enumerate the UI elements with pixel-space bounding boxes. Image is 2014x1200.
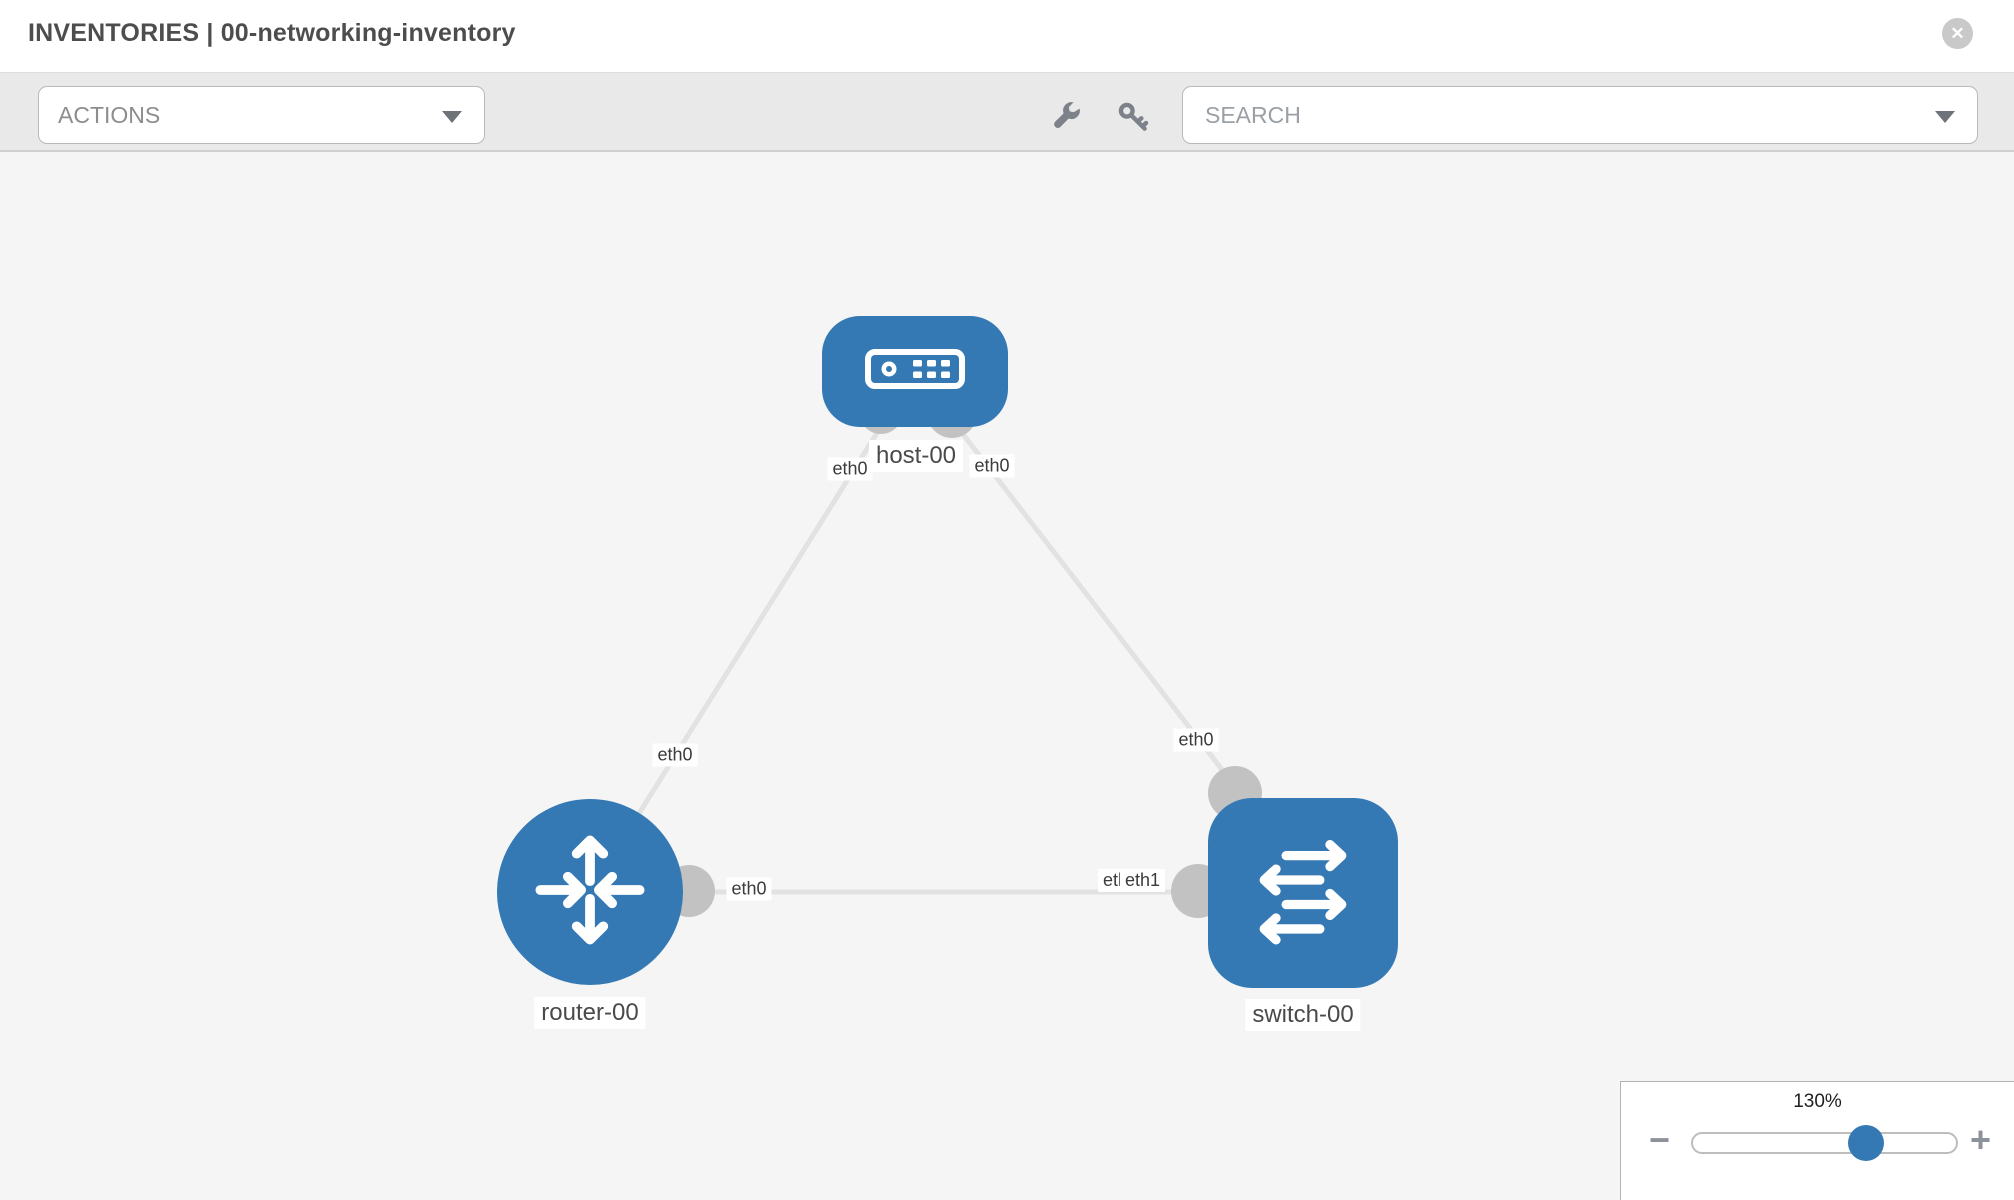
node-switch-00[interactable]: [1208, 798, 1398, 988]
interface-label: eth1: [1120, 869, 1166, 892]
node-label-host: host-00: [868, 440, 964, 472]
search-dropdown[interactable]: [1182, 86, 1978, 144]
interface-label: eth0: [726, 877, 772, 901]
key-icon: [1116, 102, 1150, 138]
search-input[interactable]: [1183, 87, 1977, 143]
topology-canvas[interactable]: host-00 router-00 switch-00 eth0 eth0 et…: [0, 152, 2014, 1200]
toolbar: ACTIONS: [0, 72, 2014, 152]
interface-label: eth0: [827, 457, 873, 481]
interface-label: eth0: [652, 743, 698, 767]
zoom-slider[interactable]: [1691, 1125, 1958, 1161]
link-host-switch[interactable]: [913, 370, 1242, 795]
topology-links-layer: [587, 370, 1303, 918]
chevron-down-icon: [442, 111, 462, 123]
zoom-level: 130%: [1793, 1091, 1842, 1112]
node-router-00[interactable]: [497, 799, 683, 985]
zoom-in-button[interactable]: +: [1970, 1119, 1992, 1160]
zoom-panel: 130% − +: [1620, 1081, 2014, 1200]
node-label-router: router-00: [534, 997, 646, 1029]
server-icon: [863, 345, 967, 398]
interface-label: eth0: [1173, 728, 1219, 752]
switch-arrows-icon: [1244, 832, 1362, 955]
actions-dropdown-label: ACTIONS: [58, 102, 161, 128]
interface-label: eth0: [969, 454, 1015, 478]
wrench-icon: [1049, 102, 1083, 138]
zoom-slider-thumb[interactable]: [1848, 1125, 1884, 1161]
router-arrows-icon: [528, 828, 652, 957]
configure-tools-button[interactable]: [1049, 100, 1083, 134]
close-icon: ✕: [1950, 24, 1965, 43]
page-title: INVENTORIES | 00-networking-inventory: [28, 19, 516, 47]
actions-dropdown[interactable]: ACTIONS: [38, 86, 485, 144]
node-label-switch: switch-00: [1245, 999, 1361, 1031]
close-button[interactable]: ✕: [1942, 18, 1973, 49]
panel-header: INVENTORIES | 00-networking-inventory ✕: [0, 0, 2014, 72]
credentials-button[interactable]: [1116, 100, 1150, 134]
zoom-out-button[interactable]: −: [1649, 1119, 1671, 1160]
chevron-down-icon: [1935, 111, 1955, 123]
node-host-00[interactable]: [822, 316, 1008, 427]
